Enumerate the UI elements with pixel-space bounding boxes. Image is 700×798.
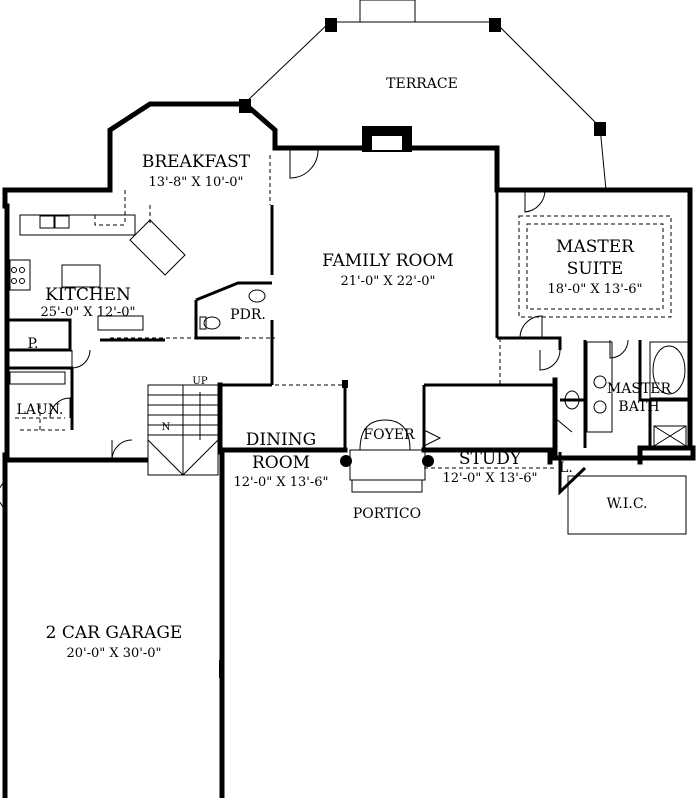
breakfast-dim: 13'-8" X 10'-0" xyxy=(148,175,243,190)
post xyxy=(342,380,348,388)
portico-label: PORTICO xyxy=(353,506,421,522)
staircase xyxy=(147,384,219,476)
master-suite-dim: 18'-0" X 13'-6" xyxy=(547,282,642,297)
family-room-label: FAMILY ROOM xyxy=(322,251,454,271)
kitchen-label: KITCHEN xyxy=(45,285,131,305)
pantry-label: P. xyxy=(27,336,38,352)
kitchen-dim: 25'-0" X 12'-0" xyxy=(40,305,135,320)
exterior-walls xyxy=(2,101,696,798)
stair-up-label: UP xyxy=(192,376,207,387)
foyer-label: FOYER xyxy=(363,427,415,443)
terrace-outline xyxy=(239,0,607,191)
linen-label: L. xyxy=(559,460,573,476)
terrace-label: TERRACE xyxy=(386,76,458,92)
study-dim: 12'-0" X 13'-6" xyxy=(442,471,537,486)
garage-dim: 20'-0" X 30'-0" xyxy=(66,646,161,661)
powder-room-label: PDR. xyxy=(230,307,266,323)
powder-fixtures xyxy=(199,289,266,330)
wic-label: W.I.C. xyxy=(606,496,647,512)
dining-room-dim: 12'-0" X 13'-6" xyxy=(233,475,328,490)
laundry-label: LAUN. xyxy=(16,402,63,418)
study-label: STUDY xyxy=(459,449,522,469)
garage-label: 2 CAR GARAGE xyxy=(46,623,183,643)
wic-shelves xyxy=(567,475,687,535)
portico-structure xyxy=(340,419,434,493)
doors xyxy=(0,149,629,511)
kitchen-fixtures xyxy=(9,214,186,385)
bath-fixtures xyxy=(564,341,689,447)
garage-post xyxy=(219,660,224,678)
master-suite-label-2: SUITE xyxy=(567,259,623,279)
breakfast-label: BREAKFAST xyxy=(142,152,251,172)
dashed-lines xyxy=(15,155,672,469)
dining-room-label-2: ROOM xyxy=(252,453,310,473)
master-suite-label-1: MASTER xyxy=(556,237,635,257)
stair-down-label: N xyxy=(162,422,171,433)
family-room-dim: 21'-0" X 22'-0" xyxy=(340,274,435,289)
master-bath-label-2: BATH xyxy=(618,399,659,415)
dining-room-label-1: DINING xyxy=(246,430,316,450)
master-bath-label-1: MASTER xyxy=(607,381,672,397)
